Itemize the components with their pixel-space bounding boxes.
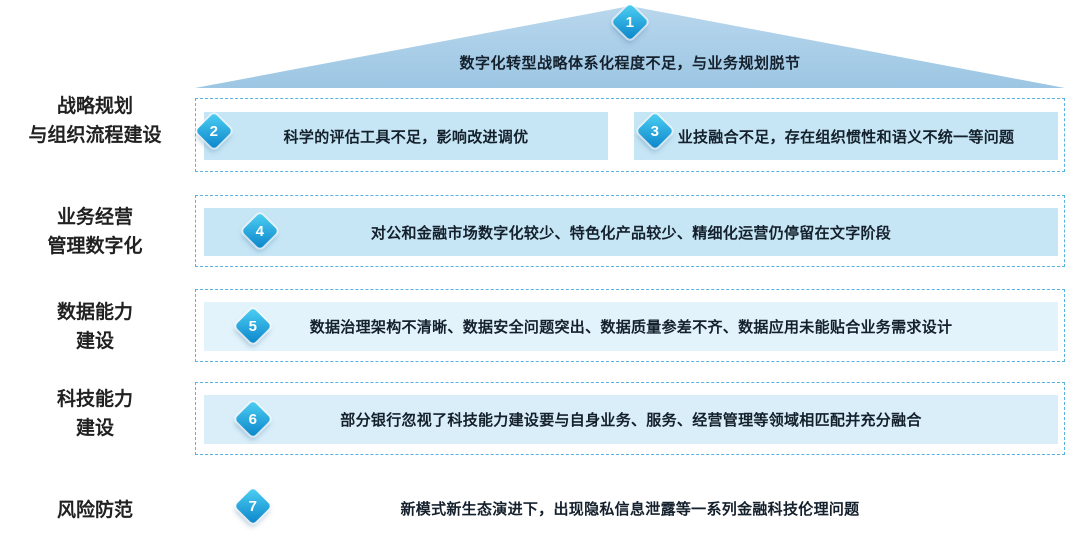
issue-box-2: 科学的评估工具不足，影响改进调优 <box>204 112 608 160</box>
badge-2-number: 2 <box>209 122 219 140</box>
badge-4-number: 4 <box>255 222 265 240</box>
section-label-data: 数据能力 建设 <box>0 298 190 357</box>
issue-text-2: 科学的评估工具不足，影响改进调优 <box>283 128 529 146</box>
section-label-business: 业务经营 管理数字化 <box>0 203 190 262</box>
label-line: 与组织流程建设 <box>28 125 162 147</box>
section-business-container: 对公和金融市场数字化较少、特色化产品较少、精细化运营仍停留在文字阶段 <box>195 195 1065 267</box>
issue-box-5: 数据治理架构不清晰、数据安全问题突出、数据质量参差不齐、数据应用未能贴合业务需求… <box>204 302 1058 351</box>
issue-box-6: 部分银行忽视了科技能力建设要与自身业务、服务、经营管理等领域相匹配并充分融合 <box>204 395 1058 444</box>
section-label-tech: 科技能力 建设 <box>0 385 190 444</box>
issue-box-4: 对公和金融市场数字化较少、特色化产品较少、精细化运营仍停留在文字阶段 <box>204 208 1058 256</box>
issue-text-4: 对公和金融市场数字化较少、特色化产品较少、精细化运营仍停留在文字阶段 <box>370 224 892 242</box>
label-line: 建设 <box>75 418 114 440</box>
badge-3-number: 3 <box>650 122 660 140</box>
label-line: 数据能力 <box>56 302 133 323</box>
label-line: 风险防范 <box>56 500 133 521</box>
roof-issue-text: 数字化转型战略体系化程度不足，与业务规划脱节 <box>459 55 801 72</box>
section-label-strategy: 战略规划 与组织流程建设 <box>0 92 190 151</box>
badge-5-number: 5 <box>248 317 258 335</box>
issue-text-7: 新模式新生态演进下，出现隐私信息泄露等一系列金融科技伦理问题 <box>400 501 860 518</box>
issue-text-6: 部分银行忽视了科技能力建设要与自身业务、服务、经营管理等领域相匹配并充分融合 <box>340 412 922 429</box>
label-line: 建设 <box>75 331 114 353</box>
label-line: 管理数字化 <box>47 236 143 258</box>
issue-box-3: 业技融合不足，存在组织惯性和语义不统一等问题 <box>634 112 1058 160</box>
label-line: 战略规划 <box>56 96 133 117</box>
section-data-container: 数据治理架构不清晰、数据安全问题突出、数据质量参差不齐、数据应用未能贴合业务需求… <box>195 289 1065 362</box>
section-strategy-container: 科学的评估工具不足，影响改进调优 业技融合不足，存在组织惯性和语义不统一等问题 <box>195 98 1065 172</box>
badge-1-number: 1 <box>625 13 635 31</box>
label-line: 科技能力 <box>56 389 133 410</box>
label-line: 业务经营 <box>56 207 133 228</box>
badge-7-number: 7 <box>248 497 258 515</box>
badge-6-number: 6 <box>248 410 258 428</box>
section-label-risk: 风险防范 <box>0 496 190 525</box>
issue-text-5: 数据治理架构不清晰、数据安全问题突出、数据质量参差不齐、数据应用未能贴合业务需求… <box>309 319 953 336</box>
issue-text-3: 业技融合不足，存在组织惯性和语义不统一等问题 <box>677 128 1015 146</box>
section-tech-container: 部分银行忽视了科技能力建设要与自身业务、服务、经营管理等领域相匹配并充分融合 <box>195 382 1065 455</box>
